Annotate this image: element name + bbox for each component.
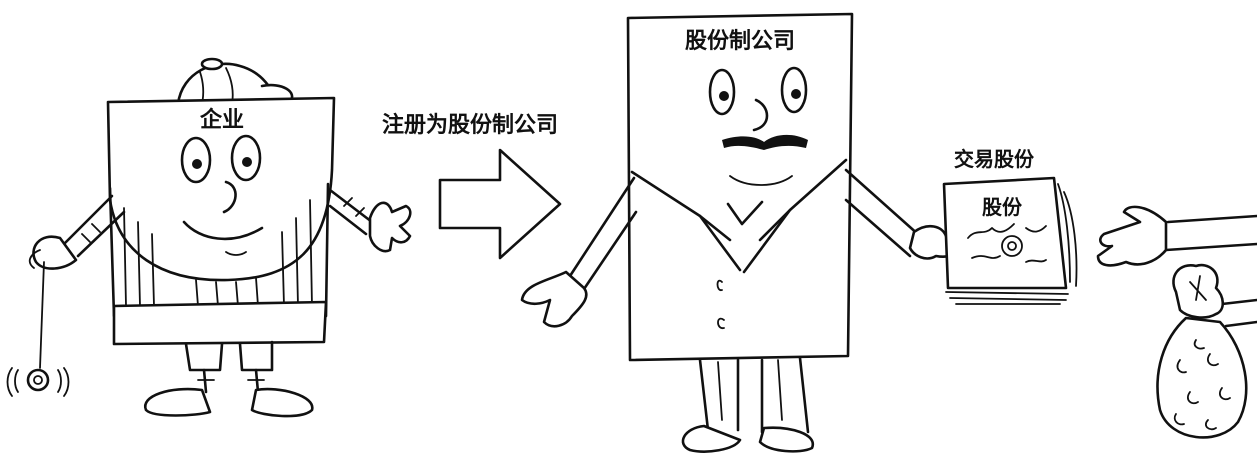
- corporation-character: 股份制公司: [520, 12, 962, 453]
- yoyo-icon: [6, 367, 70, 397]
- label-trade-shares: 交易股份: [954, 147, 1035, 171]
- shares-document-icon: 股份: [942, 176, 1078, 305]
- label-shares: 股份: [982, 195, 1023, 219]
- company-character: 企业: [6, 57, 412, 418]
- money-bag-icon: [1156, 263, 1257, 439]
- label-register: 注册为股份制公司: [382, 112, 558, 138]
- open-hand-icon: [1096, 205, 1257, 267]
- arrow-right-icon: [438, 148, 562, 260]
- cap-icon: [176, 57, 294, 106]
- label-corporation: 股份制公司: [685, 29, 795, 54]
- corporation-body: [626, 12, 854, 362]
- label-company: 企业: [199, 107, 244, 133]
